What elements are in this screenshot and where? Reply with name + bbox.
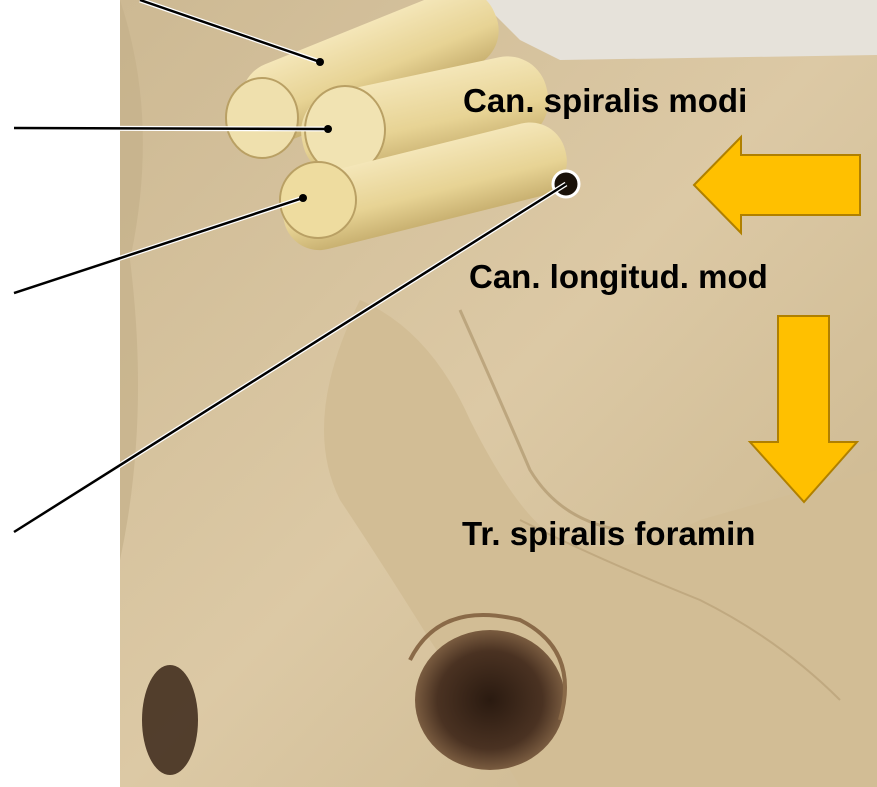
lower-left-cavity [142,665,198,775]
label-spiral-tract: Tr. spiralis foramin [462,517,755,550]
label-longitudinal-canal: Can. longitud. mod [469,260,768,293]
label-spiral-canal: Can. spiralis modi [463,84,747,117]
left-margin [0,0,120,787]
lower-cavity [415,630,565,770]
